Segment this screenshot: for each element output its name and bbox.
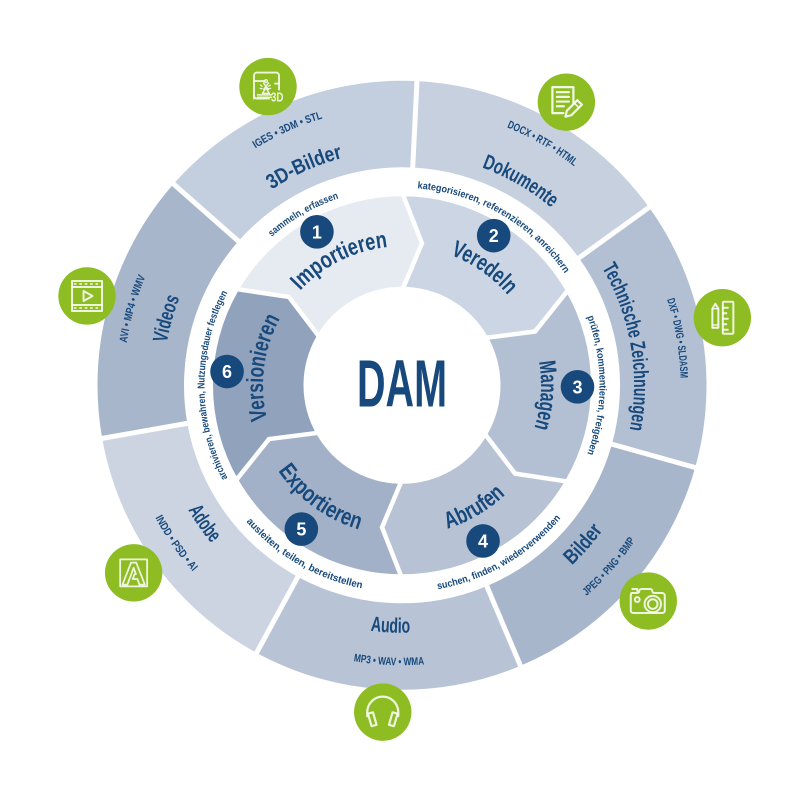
svg-text:2: 2 (489, 226, 499, 246)
svg-text:4: 4 (478, 531, 488, 551)
svg-text:Audio: Audio (370, 613, 410, 638)
svg-text:5: 5 (296, 520, 306, 540)
svg-text:DAM: DAM (357, 346, 447, 421)
svg-text:1: 1 (312, 222, 322, 242)
svg-text:3D: 3D (271, 91, 284, 105)
svg-text:3: 3 (572, 377, 582, 397)
svg-text:6: 6 (222, 362, 232, 382)
